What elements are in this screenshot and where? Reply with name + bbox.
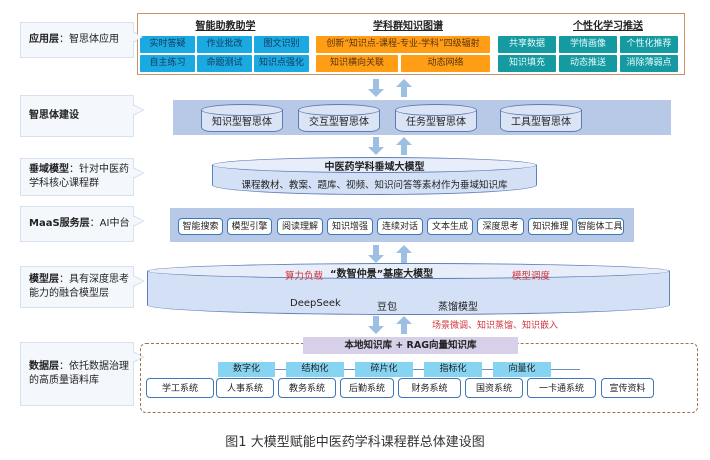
app-item[interactable]: 动态推送 — [559, 55, 617, 72]
app-item[interactable]: 动态网络 — [401, 55, 490, 72]
app-item[interactable]: 知识横向关联 — [316, 55, 398, 72]
layer-label-vertical: 垂域模型：针对中医药学科核心课程群 — [20, 158, 145, 196]
source-system[interactable]: 国资系统 — [465, 378, 523, 398]
layer-label-maas: MaaS服务层：AI中台 — [20, 206, 145, 242]
app-item[interactable]: 消除薄弱点 — [620, 55, 678, 72]
arrow-down-icon — [368, 316, 384, 334]
base-model-title: “数智仲景”基座大模型 — [330, 269, 434, 280]
process-step: 指标化 — [424, 362, 482, 377]
knowledge-base-box: 本地知识库 + RAG向量知识库 — [303, 337, 518, 354]
maas-service[interactable]: 智能搜索 — [178, 218, 223, 235]
agent-cylinder: 知识型智思体 — [201, 104, 283, 132]
source-system[interactable]: 宣传资料 — [601, 378, 654, 398]
app-item[interactable]: 学情画像 — [559, 36, 617, 53]
app-item[interactable]: 知识填充 — [498, 55, 556, 72]
layer-desc: ：智思体应用 — [59, 34, 119, 45]
compute-load-note: 算力负载 — [285, 271, 324, 282]
application-layer-frame: 智能助教助学 实时答疑 作业批改 图文识别 自主练习 命题测试 知识点强化 学科… — [137, 13, 685, 75]
app-item[interactable]: 共享数据 — [498, 36, 556, 53]
layer-label-model: 模型层：具有深度思考能力的融合模型层 — [20, 266, 145, 308]
app-item[interactable]: 图文识别 — [254, 36, 309, 53]
tuning-note: 场景微调、知识蒸馏、知识嵌入 — [432, 321, 559, 331]
process-step: 数字化 — [218, 362, 275, 377]
process-step: 碎片化 — [355, 362, 413, 377]
agent-label: 工具型智思体 — [511, 117, 571, 128]
layer-label-data: 数据层：依托数据治理的高质量语料库 — [20, 342, 145, 406]
vertical-model-cylinder — [212, 157, 537, 195]
layer-desc: ：具有深度思考能力的融合模型层 — [29, 274, 129, 299]
vertical-model-desc: 课程教材、教案、题库、视频、知识问答等素材作为垂域知识库 — [241, 180, 508, 191]
model-doubao: 豆包 — [377, 302, 397, 313]
source-system[interactable]: 学工系统 — [146, 378, 214, 398]
arrow-up-icon — [396, 245, 412, 263]
arrow-up-icon — [396, 316, 412, 334]
layer-desc: ：针对中医药学科核心课程群 — [29, 164, 129, 189]
maas-service[interactable]: 模型引擎 — [227, 218, 272, 235]
agent-cylinder: 任务型智思体 — [395, 104, 477, 132]
process-connector — [250, 369, 580, 370]
process-step: 向量化 — [493, 362, 551, 377]
maas-service[interactable]: 智能体工具 — [576, 218, 624, 235]
source-system[interactable]: 教务系统 — [278, 378, 336, 398]
app-item[interactable]: 命题测试 — [197, 55, 252, 72]
process-step: 结构化 — [286, 362, 344, 377]
group-title-personalized: 个性化学习推送 — [573, 21, 643, 32]
model-distilled: 蒸馏模型 — [438, 302, 478, 313]
maas-service[interactable]: 连续对话 — [377, 218, 423, 235]
figure-caption: 图1 大模型赋能中医药学科课程群总体建设图 — [225, 435, 485, 450]
app-item[interactable]: 实时答疑 — [140, 36, 195, 53]
layer-title: 垂域模型 — [29, 164, 69, 175]
agent-label: 交互型智思体 — [309, 117, 369, 128]
layer-title: 模型层 — [29, 274, 59, 285]
app-item[interactable]: 创新“知识点-课程-专业-学科”四级辐射 — [316, 36, 490, 53]
source-system[interactable]: 人事系统 — [216, 378, 274, 398]
base-model-cylinder — [147, 263, 670, 315]
maas-service[interactable]: 知识增强 — [327, 218, 373, 235]
layer-label-agent: 智思体建设 — [20, 95, 145, 137]
app-item[interactable]: 个性化推荐 — [620, 36, 678, 53]
source-system[interactable]: 一卡通系统 — [527, 378, 596, 398]
agent-cylinder: 工具型智思体 — [500, 104, 582, 132]
layer-label-application: 应用层：智思体应用 — [20, 22, 145, 58]
model-deepseek: DeepSeek — [290, 298, 341, 309]
app-item[interactable]: 作业批改 — [197, 36, 252, 53]
layer-desc: ：AI中台 — [89, 218, 130, 229]
group-title-knowledge-graph: 学科群知识图谱 — [373, 21, 443, 32]
app-item[interactable]: 自主练习 — [140, 55, 195, 72]
agent-cylinder: 交互型智思体 — [298, 104, 380, 132]
layer-title: MaaS服务层 — [29, 218, 90, 229]
group-title-teaching: 智能助教助学 — [195, 21, 256, 32]
maas-service[interactable]: 深度思考 — [477, 218, 524, 235]
source-system[interactable]: 后勤系统 — [340, 378, 394, 398]
layer-title: 应用层 — [29, 34, 59, 45]
vertical-model-title: 中医药学科垂域大模型 — [324, 162, 425, 173]
arrow-down-icon — [368, 137, 384, 155]
agent-label: 任务型智思体 — [406, 117, 466, 128]
arrow-up-icon — [396, 137, 412, 155]
arrow-down-icon — [368, 79, 384, 97]
layer-title: 智思体建设 — [29, 110, 79, 121]
agent-label: 知识型智思体 — [212, 117, 272, 128]
maas-service[interactable]: 知识推理 — [528, 218, 573, 235]
layer-desc: ：依托数据治理的高质量语料库 — [29, 361, 129, 386]
source-system[interactable]: 财务系统 — [398, 378, 461, 398]
maas-service[interactable]: 文本生成 — [427, 218, 473, 235]
app-item[interactable]: 知识点强化 — [254, 55, 309, 72]
arrow-up-icon — [396, 79, 412, 97]
maas-service[interactable]: 阅读理解 — [277, 218, 323, 235]
model-scheduling-note: 模型调度 — [512, 271, 551, 282]
layer-title: 数据层 — [29, 361, 59, 372]
arrow-down-icon — [368, 245, 384, 263]
